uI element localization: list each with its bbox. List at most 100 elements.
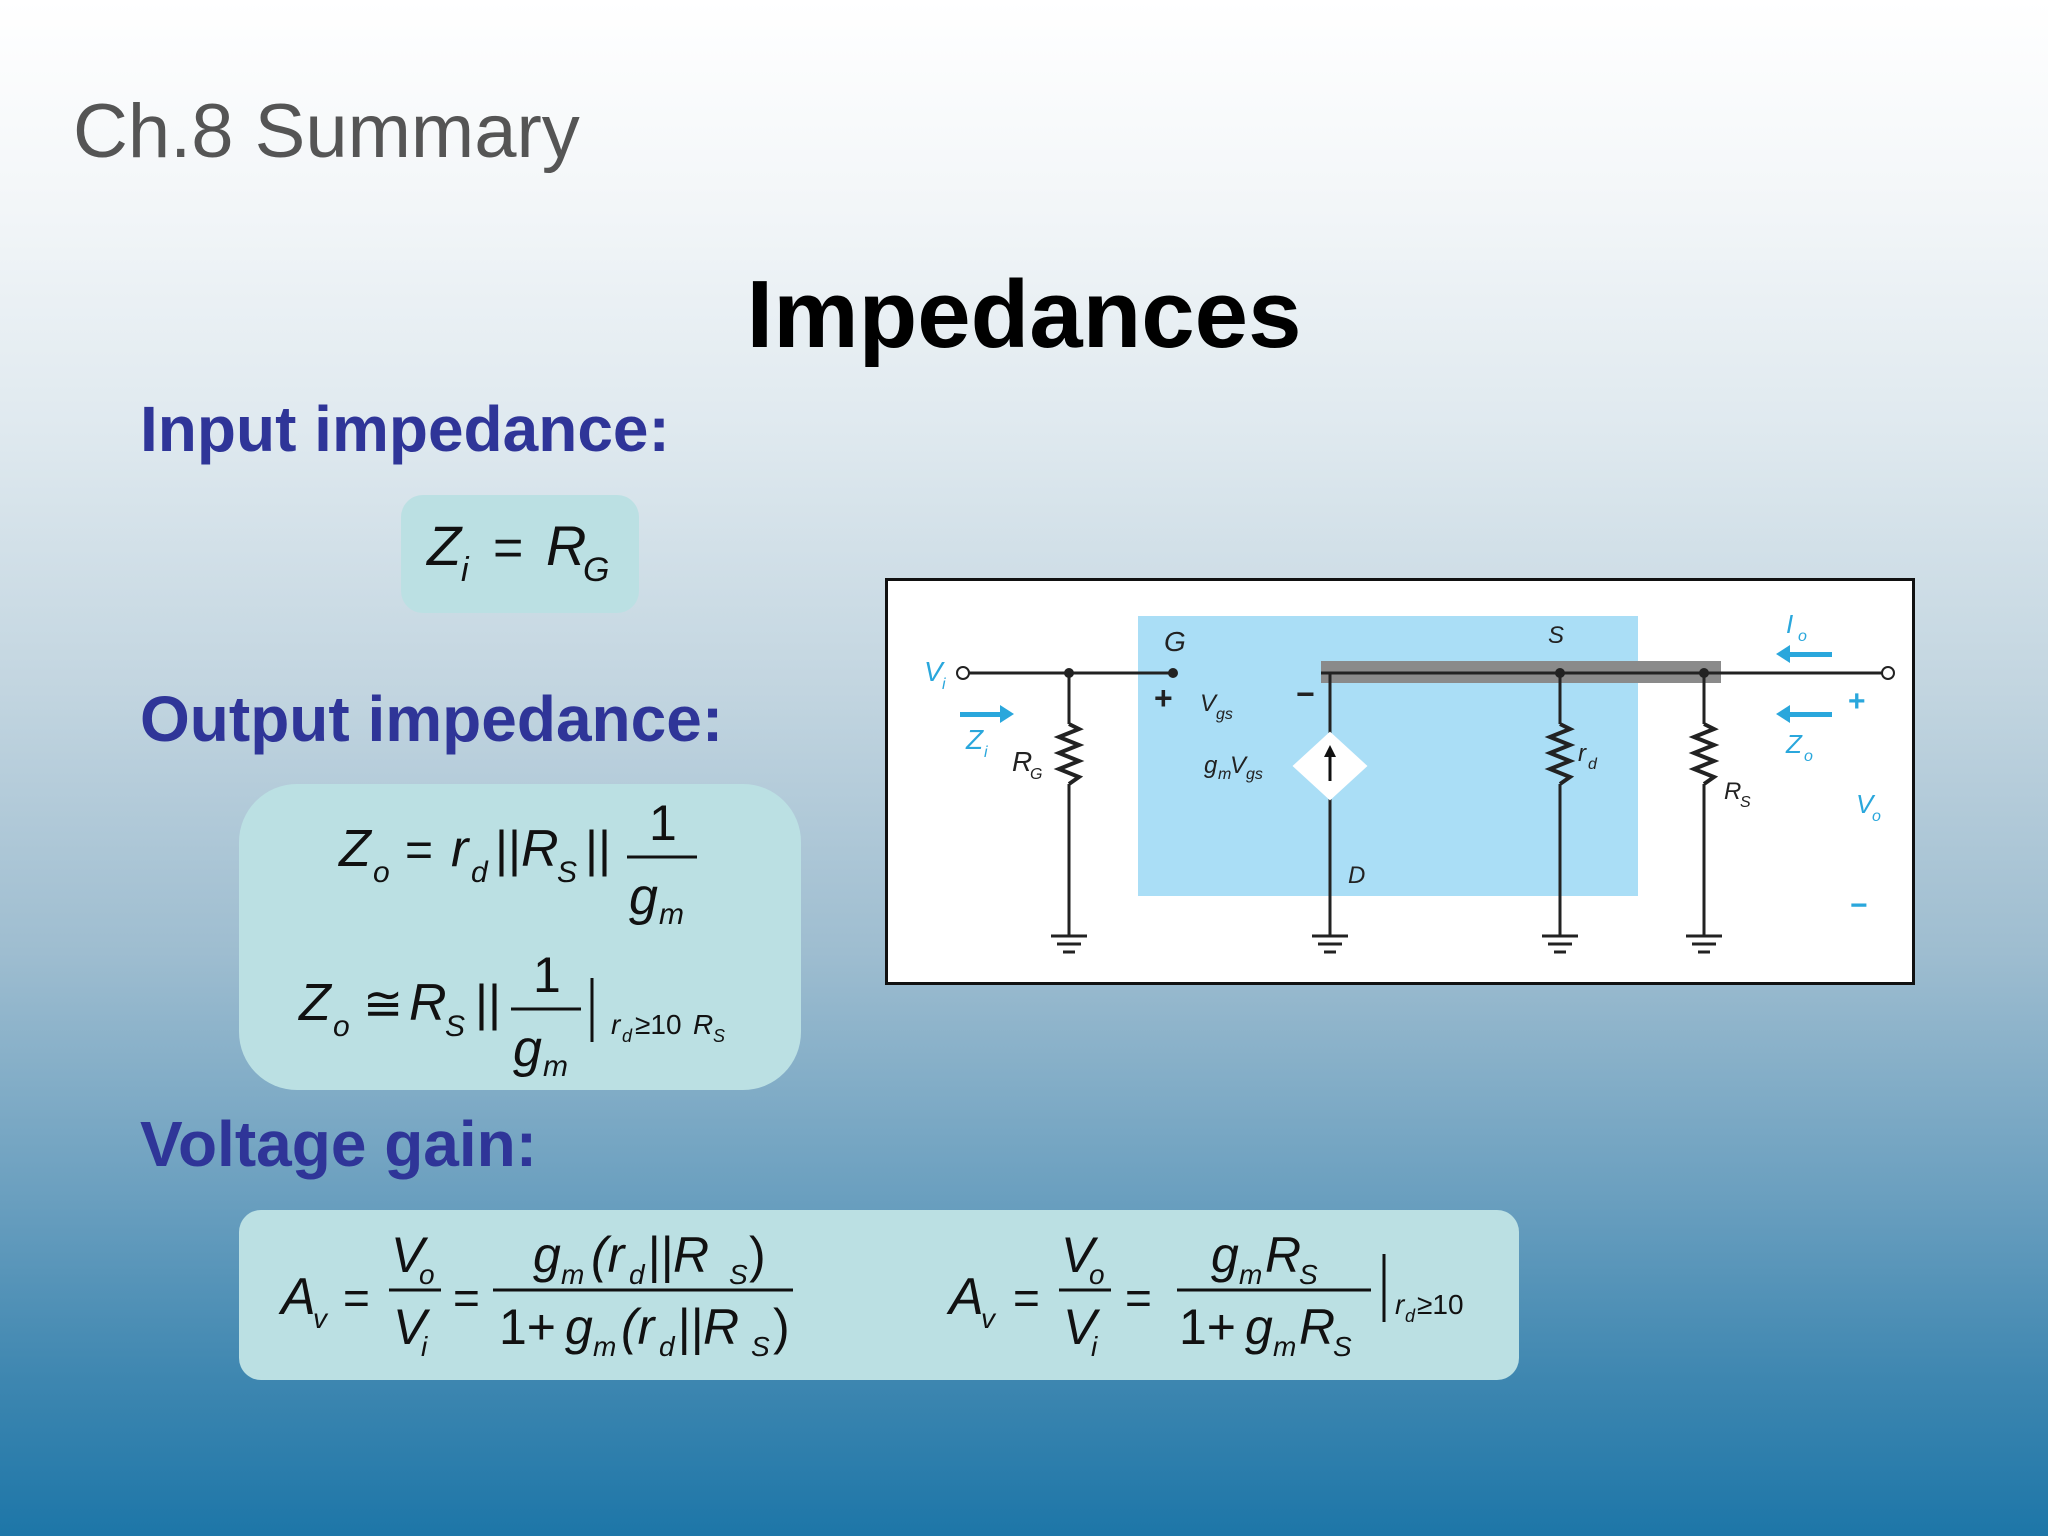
close-paren: ) [773, 1299, 790, 1355]
output-plus-sign: + [1848, 685, 1866, 718]
rs-subscript: S [445, 1010, 465, 1043]
zi-arrow-icon [1000, 705, 1014, 723]
current-arrowhead-icon [1324, 745, 1336, 757]
vi-label: V [924, 656, 945, 687]
parallel-symbol: || [475, 975, 501, 1031]
vi-subscript: i [1091, 1331, 1098, 1362]
drain-label: D [1348, 862, 1365, 889]
vi-subscript: i [421, 1331, 428, 1362]
gm-subscript: m [561, 1259, 584, 1290]
rd-label: r [1578, 740, 1587, 767]
approx-equals: ≅ [363, 978, 403, 1031]
one-plus: 1+ [499, 1299, 556, 1355]
zo-symbol: Z [337, 820, 373, 878]
zo-label-sub: o [1804, 748, 1813, 765]
fraction-numerator: 1 [649, 795, 677, 851]
gm-symbol: g [533, 1227, 561, 1283]
condition-rs: R [693, 1009, 713, 1040]
gate-label: G [1164, 626, 1186, 657]
zo-subscript: o [333, 1010, 350, 1043]
gm-subscript: m [1273, 1331, 1296, 1362]
gm-symbol: g [513, 1020, 542, 1078]
rs-parallel: ||R [647, 1227, 709, 1284]
source-label: S [1548, 622, 1564, 649]
rs-parallel: ||R [677, 1299, 739, 1356]
io-label-sub: o [1798, 628, 1807, 645]
gm-subscript: m [659, 898, 684, 931]
gm-subscript: m [593, 1331, 616, 1362]
gm-symbol: g [629, 868, 658, 926]
rg-resistor-icon [1053, 722, 1085, 786]
zo-symbol: Z [297, 974, 333, 1032]
rg-symbol: R [546, 514, 586, 577]
gm-subscript: m [1239, 1259, 1262, 1290]
rg-label-sub: G [1030, 766, 1042, 783]
av-symbol: A [946, 1268, 984, 1326]
av-subscript: v [981, 1303, 997, 1334]
condition-rd: r [611, 1009, 622, 1040]
vi-symbol: V [393, 1299, 431, 1355]
slide-title: Impedances [746, 261, 1302, 368]
rg-subscript: G [583, 551, 609, 589]
input-impedance-heading: Input impedance: [140, 393, 670, 465]
rd-symbol: (r [621, 1299, 657, 1355]
zo-approx-formula: Z o ≅ R S || 1 g m r d ≥10 R S [297, 947, 725, 1083]
input-terminal-icon [956, 666, 970, 680]
rs-subscript: S [557, 856, 577, 889]
rd-subscript: d [629, 1259, 646, 1290]
parallel-symbol-2: || [585, 821, 611, 877]
voltage-gain-heading: Voltage gain: [140, 1108, 538, 1180]
output-terminal-icon [1881, 666, 1895, 680]
vi-label-sub: i [942, 676, 946, 693]
av-exact-formula: A v = V o V i = g m (r d ||R S ) 1+ g m … [278, 1227, 793, 1362]
condition-rd: r [1395, 1289, 1406, 1320]
rs-subscript: S [1299, 1259, 1318, 1290]
rs-label-sub: S [1740, 794, 1751, 811]
rs-resistor-icon [1688, 722, 1720, 786]
ground-icons [1051, 934, 1722, 954]
rs-symbol: R [1299, 1299, 1335, 1355]
parallel-symbol: || [495, 821, 521, 877]
vo-label-sub: o [1872, 808, 1881, 825]
impedance-arrows [960, 645, 1832, 723]
rs-label: R [1724, 778, 1741, 805]
rd-symbol: (r [591, 1227, 627, 1283]
rd-symbol: r [451, 820, 471, 878]
condition-rd-subscript: d [1405, 1306, 1416, 1326]
zi-symbol: Z [425, 514, 463, 577]
vgs-plus-sign: + [1154, 680, 1173, 716]
gm-symbol: g [565, 1299, 593, 1355]
condition-ge-10: ≥10 [1417, 1289, 1464, 1320]
gm-label: g [1204, 752, 1218, 779]
circuit-nodes [1064, 668, 1709, 678]
rd-subscript: d [471, 856, 489, 889]
vo-symbol: V [1061, 1227, 1099, 1283]
rs-subscript: S [751, 1331, 770, 1362]
zi-label: Z [965, 724, 984, 755]
gm-vgs-label-sub: gs [1246, 766, 1263, 783]
io-label: I [1786, 609, 1793, 639]
zo-arrow-icon [1776, 705, 1790, 723]
fraction-numerator: 1 [533, 947, 561, 1003]
vgs-label: V [1200, 690, 1218, 717]
voltage-gain-formula-box: A v = V o V i = g m (r d ||R S ) 1+ g m … [239, 1210, 1519, 1380]
gm-symbol: g [1211, 1227, 1239, 1283]
zo-equals: = [405, 824, 433, 877]
circuit-diagram: V i Z i R G G V gs g m V gs S D r d R S … [885, 578, 1915, 985]
gm-label-sub: m [1218, 766, 1231, 783]
zi-subscript: i [461, 551, 470, 589]
zo-exact-formula: Z o = r d || R S || 1 g m [337, 795, 697, 931]
rs-symbol: R [521, 820, 559, 878]
output-impedance-heading: Output impedance: [140, 683, 724, 755]
vi-symbol: V [1063, 1299, 1101, 1355]
vo-label: V [1856, 789, 1876, 819]
voltage-gain-formulas: A v = V o V i = g m (r d ||R S ) 1+ g m … [278, 1227, 1464, 1362]
zi-label-sub: i [984, 744, 988, 761]
zi-equals: = [493, 519, 523, 577]
av-approx-formula: A v = V o V i = g m R S 1+ g m R S r d ≥… [946, 1227, 1464, 1362]
jfet-small-signal-circuit: V i Z i R G G V gs g m V gs S D r d R S … [924, 609, 1895, 954]
condition-rs-subscript: S [713, 1026, 725, 1046]
rs-subscript: S [1333, 1331, 1352, 1362]
input-impedance-formula-box: Z i = R G [401, 495, 639, 613]
av-subscript: v [313, 1303, 329, 1334]
